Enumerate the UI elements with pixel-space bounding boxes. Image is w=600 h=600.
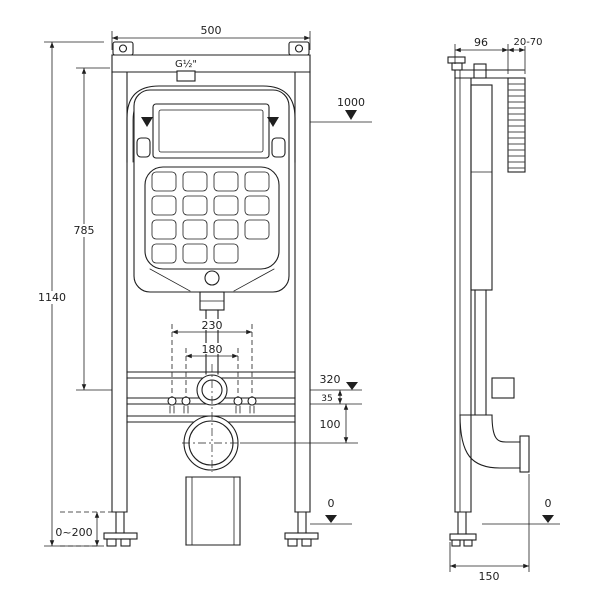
- dim-overall-height: 1140: [38, 291, 66, 304]
- side-fixing-bracket: [491, 377, 515, 399]
- dim-floor-level: 0: [328, 497, 335, 510]
- level-marker-icon: [345, 110, 357, 120]
- level-marker-icon: [325, 515, 337, 523]
- dim-side-floor-level: 0: [545, 497, 552, 510]
- level-marker-icon: [542, 515, 554, 523]
- water-inlet-fitting: G½": [175, 58, 197, 82]
- side-dimensions: 96 20-70 0 150: [449, 35, 560, 583]
- level-marker-icon: [346, 382, 358, 390]
- front-dimensions: 500 1140 785 230 180: [37, 24, 372, 547]
- dim-feet-adjustment: 0~200: [55, 526, 92, 539]
- cistern: [133, 89, 290, 293]
- flush-pipe: [199, 291, 225, 375]
- wall-mounting-plate: [507, 77, 526, 173]
- dim-base-depth: 150: [479, 570, 500, 583]
- dim-fixing-spacing-inner: 180: [202, 343, 223, 356]
- dim-outlet-level: 320: [320, 373, 341, 386]
- side-flush-pipe: [474, 289, 487, 416]
- dim-flush-plate-level: 1000: [337, 96, 365, 109]
- dim-bracket-offset: 35: [321, 394, 332, 404]
- side-foot: [449, 511, 477, 547]
- dim-fixing-spacing-outer: 230: [202, 319, 223, 332]
- dim-overall-width: 500: [201, 24, 222, 37]
- dim-frame-depth: 96: [474, 36, 488, 49]
- drain-socket: [182, 364, 240, 472]
- adjustable-feet: [103, 511, 319, 547]
- side-cistern: [470, 63, 493, 291]
- front-view: G½": [37, 24, 372, 547]
- dim-upper-fixing-height: 785: [74, 224, 95, 237]
- inlet-thread-label: G½": [175, 58, 197, 70]
- side-frame: [447, 56, 525, 513]
- flush-plate-grid: [144, 166, 280, 270]
- frame-structure: [111, 41, 311, 513]
- side-view: 96 20-70 0 150: [447, 35, 560, 583]
- side-outlet-elbow: [459, 414, 530, 473]
- outlet-box: [185, 476, 241, 546]
- dim-drain-offset: 100: [320, 418, 341, 431]
- dim-wall-bracket-range: 20-70: [513, 37, 542, 48]
- water-level-marker-icon: [141, 117, 153, 127]
- water-level-marker-icon: [267, 117, 279, 127]
